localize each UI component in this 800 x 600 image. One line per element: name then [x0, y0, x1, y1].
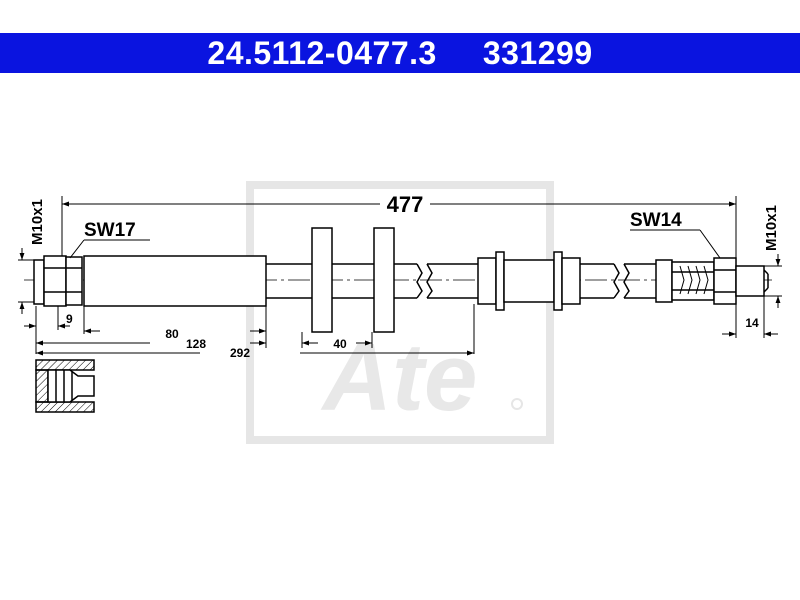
- total-length-dimension: [61, 196, 737, 258]
- dim-80-label: 80: [165, 327, 179, 341]
- left-thread-label: M10x1: [29, 199, 46, 245]
- bracket-plate-1: [311, 227, 333, 333]
- watermark-logo: Ate: [246, 181, 554, 444]
- sw-right-leader: [699, 229, 721, 259]
- total-length-label: 477: [387, 192, 424, 217]
- left-thread-dimension: [18, 248, 34, 314]
- dim-9-label: 9: [66, 312, 73, 326]
- bracket-plate-2: [373, 227, 395, 333]
- part-number: 24.5112-0477.3: [207, 34, 437, 71]
- middle-sleeve: [477, 251, 656, 311]
- sw-left-label: SW17: [84, 220, 136, 241]
- right-thread-label: M10x1: [763, 205, 780, 251]
- title-bar: 24.5112-0477.3 331299: [0, 33, 800, 73]
- sw-left-leader: [69, 239, 85, 259]
- watermark-text: Ate: [321, 324, 478, 431]
- right-thread-dimension: [764, 254, 782, 308]
- right-thread: [735, 265, 765, 297]
- dim-128-label: 128: [186, 337, 206, 351]
- right-hex-nut: [713, 257, 737, 305]
- dim-40-label: 40: [333, 337, 347, 351]
- hose-body: [83, 255, 478, 307]
- sw-right-label: SW14: [630, 210, 682, 231]
- alt-part-number: 331299: [482, 34, 593, 71]
- left-hex-nut: [33, 255, 83, 307]
- dim-14-label: 14: [745, 316, 759, 330]
- dim-292-label: 292: [230, 346, 250, 360]
- right-fitting: [655, 257, 769, 305]
- section-view: [35, 359, 95, 413]
